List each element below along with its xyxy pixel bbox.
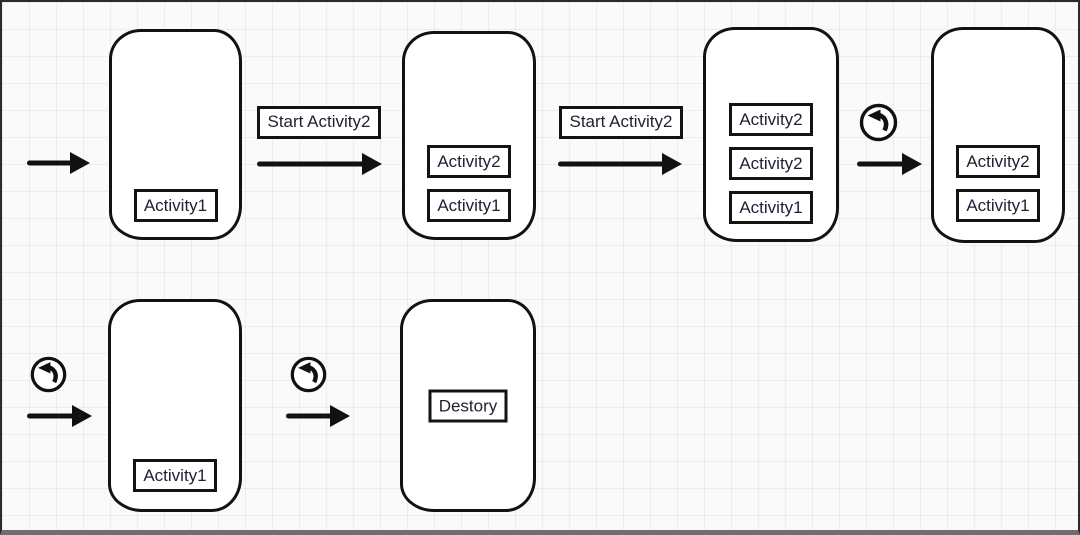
phone-frame-4: Activity2 Activity1 bbox=[931, 27, 1065, 243]
activity-stack: Destory bbox=[428, 389, 508, 422]
phone-frame-2: Activity2 Activity1 bbox=[402, 31, 536, 240]
arrow-shaft bbox=[27, 160, 75, 166]
activity-box: Activity2 bbox=[729, 103, 813, 136]
activity-box: Activity1 bbox=[427, 189, 511, 222]
phone-frame-1: Activity1 bbox=[109, 29, 242, 240]
phone-frame-6: Destory bbox=[400, 299, 536, 512]
destroy-box: Destory bbox=[428, 389, 508, 422]
transition-label-2: Start Activity2 bbox=[559, 106, 683, 139]
transition-label-1: Start Activity2 bbox=[257, 106, 381, 139]
arrow-head bbox=[902, 153, 922, 175]
arrow-head bbox=[70, 152, 90, 174]
entry-arrow-icon bbox=[27, 152, 90, 174]
activity-box: Activity1 bbox=[956, 189, 1040, 222]
back-undo-icon bbox=[858, 102, 899, 143]
right-arrow-icon bbox=[257, 153, 382, 175]
back-undo-icon bbox=[289, 355, 328, 394]
activity-box: Activity1 bbox=[133, 459, 217, 492]
activity-stack: Activity2 Activity1 bbox=[405, 145, 533, 222]
arrow-head bbox=[72, 405, 92, 427]
activity-stack: Activity1 bbox=[111, 459, 239, 492]
activity-stack: Activity2 Activity1 bbox=[934, 145, 1062, 222]
arrow-head bbox=[330, 405, 350, 427]
phone-frame-5: Activity1 bbox=[108, 299, 242, 512]
right-arrow-icon bbox=[286, 405, 350, 427]
arrow-head bbox=[662, 153, 682, 175]
right-arrow-icon bbox=[558, 153, 682, 175]
arrow-shaft bbox=[27, 413, 77, 419]
arrow-shaft bbox=[558, 161, 667, 167]
activity-box: Activity1 bbox=[729, 191, 813, 224]
activity-box: Activity2 bbox=[427, 145, 511, 178]
arrow-shaft bbox=[857, 161, 907, 167]
activity-box: Activity1 bbox=[133, 189, 218, 222]
activity-stack: Activity2 Activity2 Activity1 bbox=[706, 103, 836, 224]
arrow-shaft bbox=[257, 161, 367, 167]
activity-stack: Activity1 bbox=[112, 189, 239, 222]
right-arrow-icon bbox=[27, 405, 92, 427]
back-undo-icon bbox=[29, 355, 68, 394]
right-arrow-icon bbox=[857, 153, 922, 175]
phone-frame-3: Activity2 Activity2 Activity1 bbox=[703, 27, 839, 242]
arrow-head bbox=[362, 153, 382, 175]
activity-box: Activity2 bbox=[956, 145, 1040, 178]
arrow-shaft bbox=[286, 413, 335, 419]
activity-box: Activity2 bbox=[729, 147, 813, 180]
